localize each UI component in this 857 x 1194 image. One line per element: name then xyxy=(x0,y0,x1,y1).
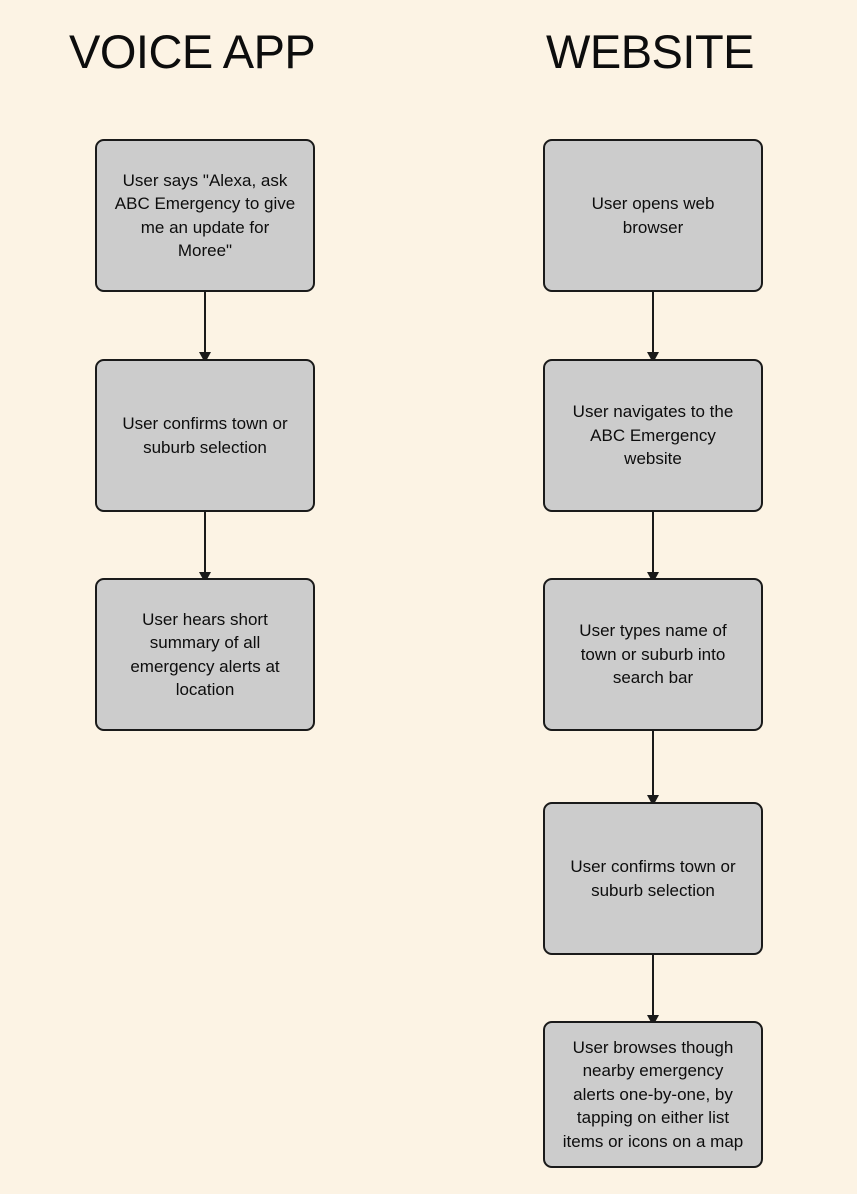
node-voice-1[interactable]: User says "Alexa, ask ABC Emergency to g… xyxy=(95,139,315,292)
node-web-5[interactable]: User browses though nearby emergency ale… xyxy=(543,1021,763,1168)
node-web-4[interactable]: User confirms town or suburb selection xyxy=(543,802,763,955)
node-web-4-label: User confirms town or suburb selection xyxy=(570,857,736,900)
node-web-2-label: User navigates to the ABC Emergency webs… xyxy=(572,402,734,469)
node-web-3[interactable]: User types name of town or suburb into s… xyxy=(543,578,763,731)
edge-voice-1-to-2 xyxy=(204,292,206,358)
column-title-website: WEBSITE xyxy=(546,25,755,78)
arrowhead-web-1-to-2 xyxy=(647,352,659,363)
arrowhead-voice-2-to-3 xyxy=(199,572,211,583)
node-web-2[interactable]: User navigates to the ABC Emergency webs… xyxy=(543,359,763,512)
edge-voice-2-to-3 xyxy=(204,512,206,578)
arrowhead-web-4-to-5 xyxy=(647,1015,659,1026)
arrowhead-voice-1-to-2 xyxy=(199,352,211,363)
node-web-5-label: User browses though nearby emergency ale… xyxy=(562,1037,744,1151)
node-voice-1-label: User says "Alexa, ask ABC Emergency to g… xyxy=(114,170,296,260)
arrowhead-web-3-to-4 xyxy=(647,795,659,806)
node-voice-2-label: User confirms town or suburb selection xyxy=(122,414,288,457)
node-voice-3[interactable]: User hears short summary of all emergenc… xyxy=(95,578,315,731)
edge-web-4-to-5 xyxy=(652,955,654,1021)
edge-web-3-to-4 xyxy=(652,731,654,801)
node-voice-2[interactable]: User confirms town or suburb selection xyxy=(95,359,315,512)
edge-web-2-to-3 xyxy=(652,512,654,578)
column-title-voice-app: VOICE APP xyxy=(69,25,316,78)
node-web-3-label: User types name of town or suburb into s… xyxy=(579,621,727,688)
edge-web-1-to-2 xyxy=(652,292,654,358)
node-voice-3-label: User hears short summary of all emergenc… xyxy=(130,609,280,699)
arrowhead-web-2-to-3 xyxy=(647,572,659,583)
node-web-1-label: User opens web browser xyxy=(591,194,715,237)
node-web-1[interactable]: User opens web browser xyxy=(543,139,763,292)
